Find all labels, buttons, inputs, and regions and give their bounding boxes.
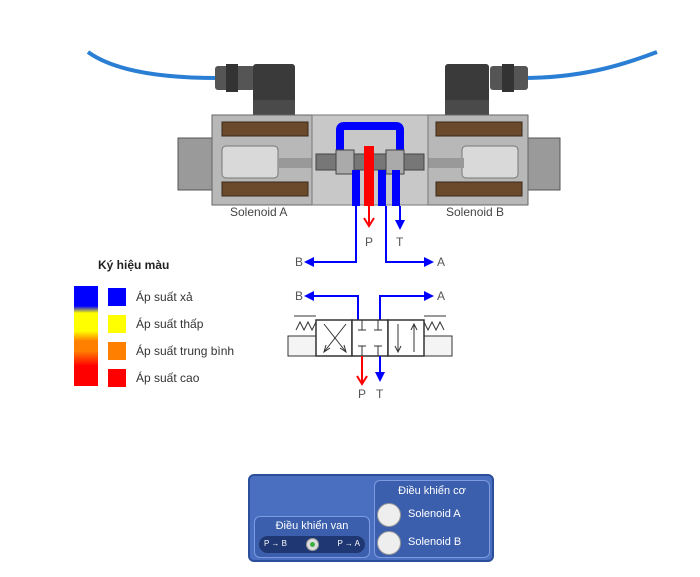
valve-symbol: [287, 291, 453, 386]
legend-item-high: Áp suất cao: [70, 367, 290, 394]
solenoid-a-label: Solenoid A: [230, 205, 287, 219]
legend-label: Áp suất trung bình: [136, 344, 235, 358]
solenoid-b-button[interactable]: Solenoid B: [377, 531, 487, 555]
cable-left: [86, 50, 219, 80]
legend-swatch: [108, 315, 126, 333]
valve-block: [311, 114, 429, 206]
valve-port-t: T: [396, 235, 404, 249]
control-panel: Điều khiển van P → B P → A Điều khiển cơ…: [248, 474, 494, 562]
solenoid-b-button-label: Solenoid B: [408, 536, 462, 548]
legend-swatch: [108, 342, 126, 360]
valve-port-lines: [304, 206, 434, 267]
legend-title: Ký hiệu màu: [98, 258, 170, 272]
valve-control-title: Điều khiển van: [275, 520, 349, 532]
legend-swatch: [108, 288, 126, 306]
legend-item-drain: Áp suất xả: [70, 286, 290, 313]
symbol-port-b: B: [295, 289, 303, 303]
symbol-port-t: T: [376, 387, 384, 401]
legend-label: Áp suất thấp: [136, 317, 204, 331]
valve-port-p: P: [365, 235, 373, 249]
solenoid-a-button-label: Solenoid A: [408, 508, 461, 520]
slider-right-label: P → A: [337, 539, 360, 548]
manual-control-group: Điều khiển cơ Solenoid A Solenoid B: [374, 480, 490, 558]
manual-control-title: Điều khiển cơ: [398, 485, 466, 497]
legend-item-low: Áp suất thấp: [70, 313, 290, 340]
legend-gradient-bar: [74, 286, 98, 386]
connector-right: [445, 64, 528, 116]
connector-left: [215, 64, 295, 116]
slider-left-label: P → B: [264, 539, 287, 548]
solenoid-a-button[interactable]: Solenoid A: [377, 503, 487, 527]
valve-port-a: A: [437, 255, 445, 269]
valve-control-group: Điều khiển van P → B P → A: [254, 516, 370, 558]
symbol-port-a: A: [437, 289, 445, 303]
valve-port-b: B: [295, 255, 303, 269]
solenoid-a-toggle[interactable]: [377, 503, 401, 527]
legend-label: Áp suất xả: [136, 290, 193, 304]
slider-knob[interactable]: [306, 538, 319, 551]
legend-item-medium: Áp suất trung bình: [70, 340, 290, 367]
color-legend: Ký hiệu màu Áp suất xả Áp suất thấp Áp s…: [70, 258, 290, 394]
solenoid-a-body: [177, 114, 313, 206]
solenoid-b-label: Solenoid B: [446, 205, 504, 219]
cable-right: [521, 50, 658, 80]
legend-label: Áp suất cao: [136, 371, 200, 385]
legend-swatch: [108, 369, 126, 387]
valve-direction-slider[interactable]: P → B P → A: [259, 536, 365, 553]
solenoid-b-toggle[interactable]: [377, 531, 401, 555]
solenoid-b-body: [427, 114, 561, 206]
symbol-port-p: P: [358, 387, 366, 401]
